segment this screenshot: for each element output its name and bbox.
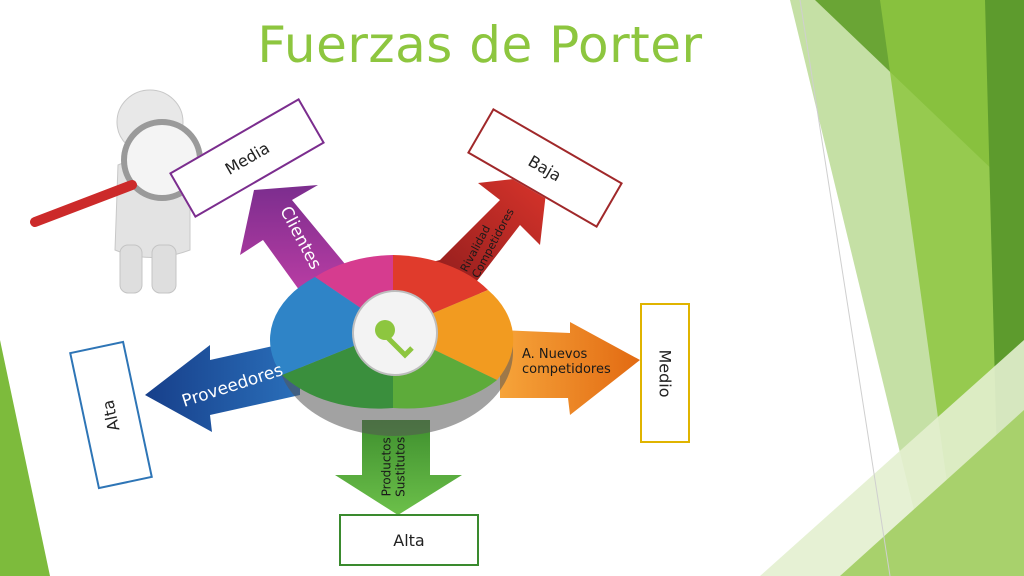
rating-rivalidad: Baja [525,151,565,185]
arrow-sustitutos [335,420,462,515]
label-sustitutos-line1: Productos [379,437,394,497]
rating-box-nuevos: Medio [640,303,690,443]
bg-line [799,0,891,576]
rating-box-sustitutos: Alta [339,514,479,566]
center-puzzle [352,290,438,376]
segment-orange [393,290,514,380]
label-nuevos: A. Nuevos competidores [522,347,611,378]
rating-clientes: Media [221,137,273,179]
bg-triangle-bottom2 [840,410,1024,576]
label-sustitutos: Productos Sustitutos [379,436,408,497]
rating-sustitutos: Alta [393,530,425,550]
bg-triangle-left [0,340,50,576]
center-logo-stroke [386,336,414,359]
rating-nuevos: Medio [655,348,675,398]
label-nuevos-line2: competidores [522,361,611,377]
center-logo-dot [375,320,395,340]
arrow-proveedores [145,340,300,432]
figure-leg-left [119,244,143,294]
figure-leg-right [151,244,177,294]
label-nuevos-line1: A. Nuevos [522,347,588,362]
arrow-rivalidad [420,175,548,290]
arrow-nuevos [500,322,640,415]
magnifier-handle [30,180,137,227]
slide-title: Fuerzas de Porter [257,16,703,74]
label-sustitutos-line2: Sustitutos [393,436,408,497]
rating-proveedores: Alta [98,397,124,433]
segment-blue [270,277,393,375]
